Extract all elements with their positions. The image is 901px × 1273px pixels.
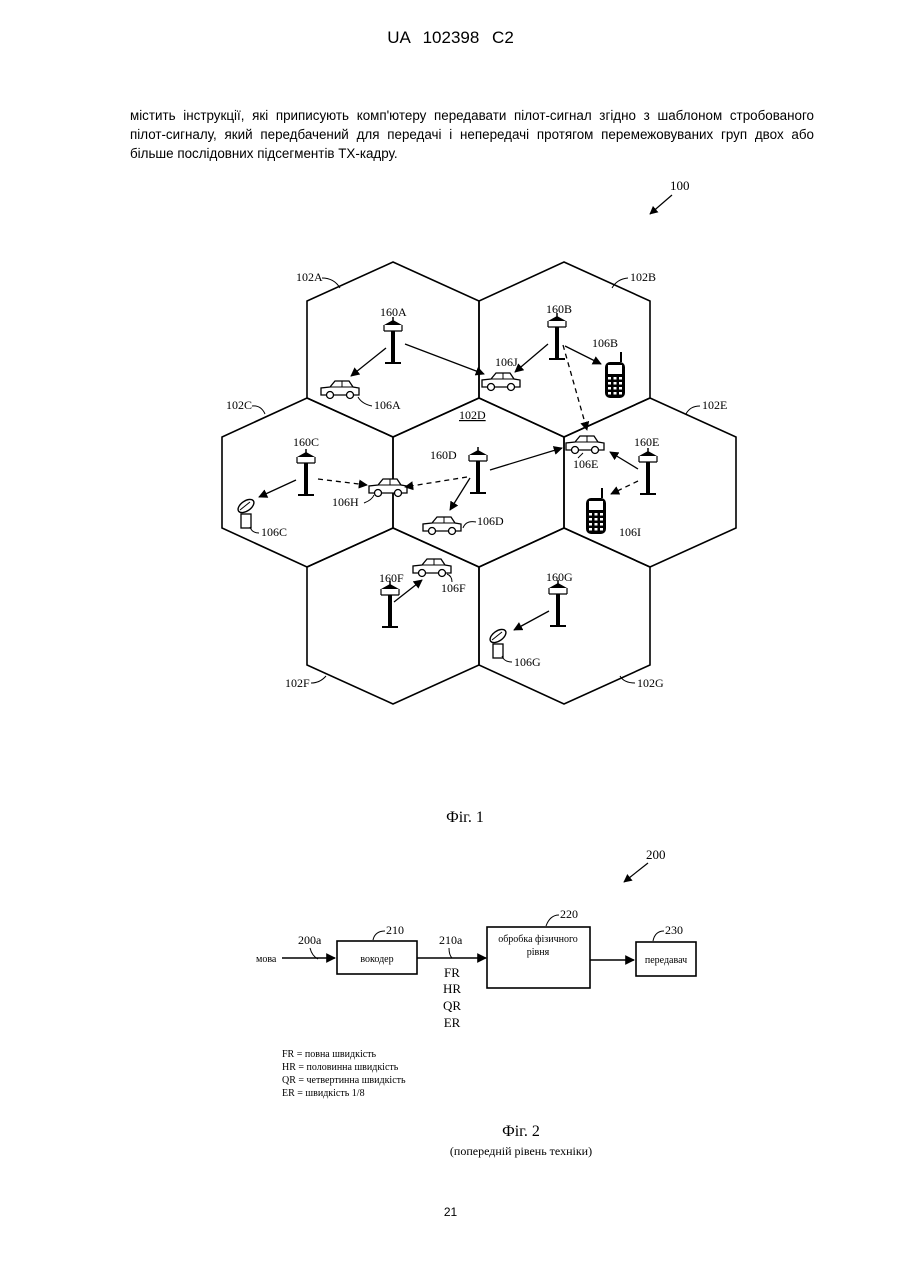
leader-106h [364,495,374,503]
phy-label-line2: рівня [527,947,550,958]
rate-hr: HR [443,981,461,996]
rate-qr: QR [443,998,461,1013]
link-106i-160e [611,481,638,494]
rate-er: ER [444,1015,461,1030]
vocoder-ref-label: 210 [386,923,404,937]
link-160b-106j [515,344,548,372]
rate-legend: FR = повна швидкість HR = половинна швид… [282,1049,406,1099]
fig2-subcaption: (попередній рівень техніки) [450,1144,592,1158]
leader-102f [311,676,326,683]
transmitter-ref-label: 230 [665,923,683,937]
vocoder-ref-leader [373,931,385,940]
terminal-label-106b: 106B [592,336,618,350]
terminal-label-106f: 106F [441,581,466,595]
legend-hr: HR = половинна швидкість [282,1062,399,1073]
transmitter-ref-leader [653,931,664,941]
input-label: мова [256,954,277,965]
leader-102e [686,406,700,414]
leader-106d [463,522,476,528]
cell-label-102a: 102A [296,270,323,284]
fig2-caption: Фіг. 2 [502,1123,540,1140]
fig1-ref-label: 100 [670,178,690,193]
link-160d-106d [450,478,470,510]
figure-2: 200 мова 200a вокодер 210 210a FR HR QR … [256,847,696,1158]
tower-icon-160f [381,581,399,627]
leader-102c [252,406,265,414]
bs-label-160d: 160D [430,448,457,462]
terminal-label-106i: 106I [619,525,641,539]
terminal-label-106e: 106E [573,457,598,471]
rate-fr: FR [444,965,460,980]
page-number: 21 [0,1205,901,1219]
terminal-label-106g: 106G [514,655,541,669]
fig2-ref-arrow [624,863,648,882]
bs-label-160b: 160B [546,302,572,316]
cell-label-102e: 102E [702,398,727,412]
rate-list: FR HR QR ER [443,965,461,1030]
tower-icon-160a [384,317,402,363]
cell-label-102f: 102F [285,676,310,690]
phone-icon-106i [586,488,606,534]
tower-icon-160c [297,449,315,495]
leader-106a [358,397,372,406]
phone-icon-106b [605,352,625,398]
bs-label-160a: 160A [380,305,407,319]
figure-1: 100 102A 102B 102C 102D 102E 102F 102G [222,178,736,826]
terminal-label-106c: 106C [261,525,287,539]
tower-icon-160d [469,447,487,493]
cell-g-hex [479,528,650,704]
link-160a-106a [351,348,386,376]
car-icon-106a [321,381,359,399]
link-160c-106c [259,480,296,497]
transmitter-label: передавач [645,955,687,966]
dish-icon-106c [236,497,256,528]
link-106e-160b [563,345,587,430]
link-160g-106g [514,611,549,630]
fig1-ref-arrow [650,195,672,214]
fig2-ref-label: 200 [646,847,666,862]
link-160a-106j [405,344,484,374]
vocoder-label: вокодер [360,954,393,965]
car-icon-106j [482,373,520,391]
car-icon-106e [566,436,604,454]
cell-label-102g: 102G [637,676,664,690]
cell-label-102d: 102D [459,408,486,422]
cell-label-102b: 102B [630,270,656,284]
phy-ref-leader [546,915,559,926]
bs-label-160g: 160G [546,570,573,584]
car-icon-106d [423,517,461,535]
terminal-label-106h: 106H [332,495,359,509]
phy-ref-label: 220 [560,907,578,921]
link-160e-106e [610,452,638,469]
terminal-label-106j: 106J [495,355,518,369]
tower-icon-160b [548,313,566,359]
link-106h-160d [405,477,467,487]
input-ref-label: 200a [298,933,322,947]
legend-fr: FR = повна швидкість [282,1049,377,1060]
bs-label-160e: 160E [634,435,659,449]
bs-label-160f: 160F [379,571,404,585]
legend-qr: QR = четвертинна швидкість [282,1075,406,1086]
legend-er: ER = швидкість 1/8 [282,1088,365,1099]
link-160d-106e [490,448,562,470]
link-106h-160c [318,479,367,485]
cell-f-hex [307,528,479,704]
dish-icon-106g [488,627,508,658]
tower-icon-160g [549,580,567,626]
leader-102b [612,278,628,288]
vocoder-output-ref: 210a [439,933,463,947]
tower-icon-160e [639,448,657,494]
bs-label-160c: 160C [293,435,319,449]
car-icon-106h [369,479,407,497]
terminal-label-106d: 106D [477,514,504,528]
car-icon-106f [413,559,451,577]
fig1-caption: Фіг. 1 [446,809,484,826]
vocoder-output-leader [449,948,452,958]
phy-label-line1: обробка фізичного [498,934,578,945]
terminal-label-106a: 106A [374,398,401,412]
cell-label-102c: 102C [226,398,252,412]
